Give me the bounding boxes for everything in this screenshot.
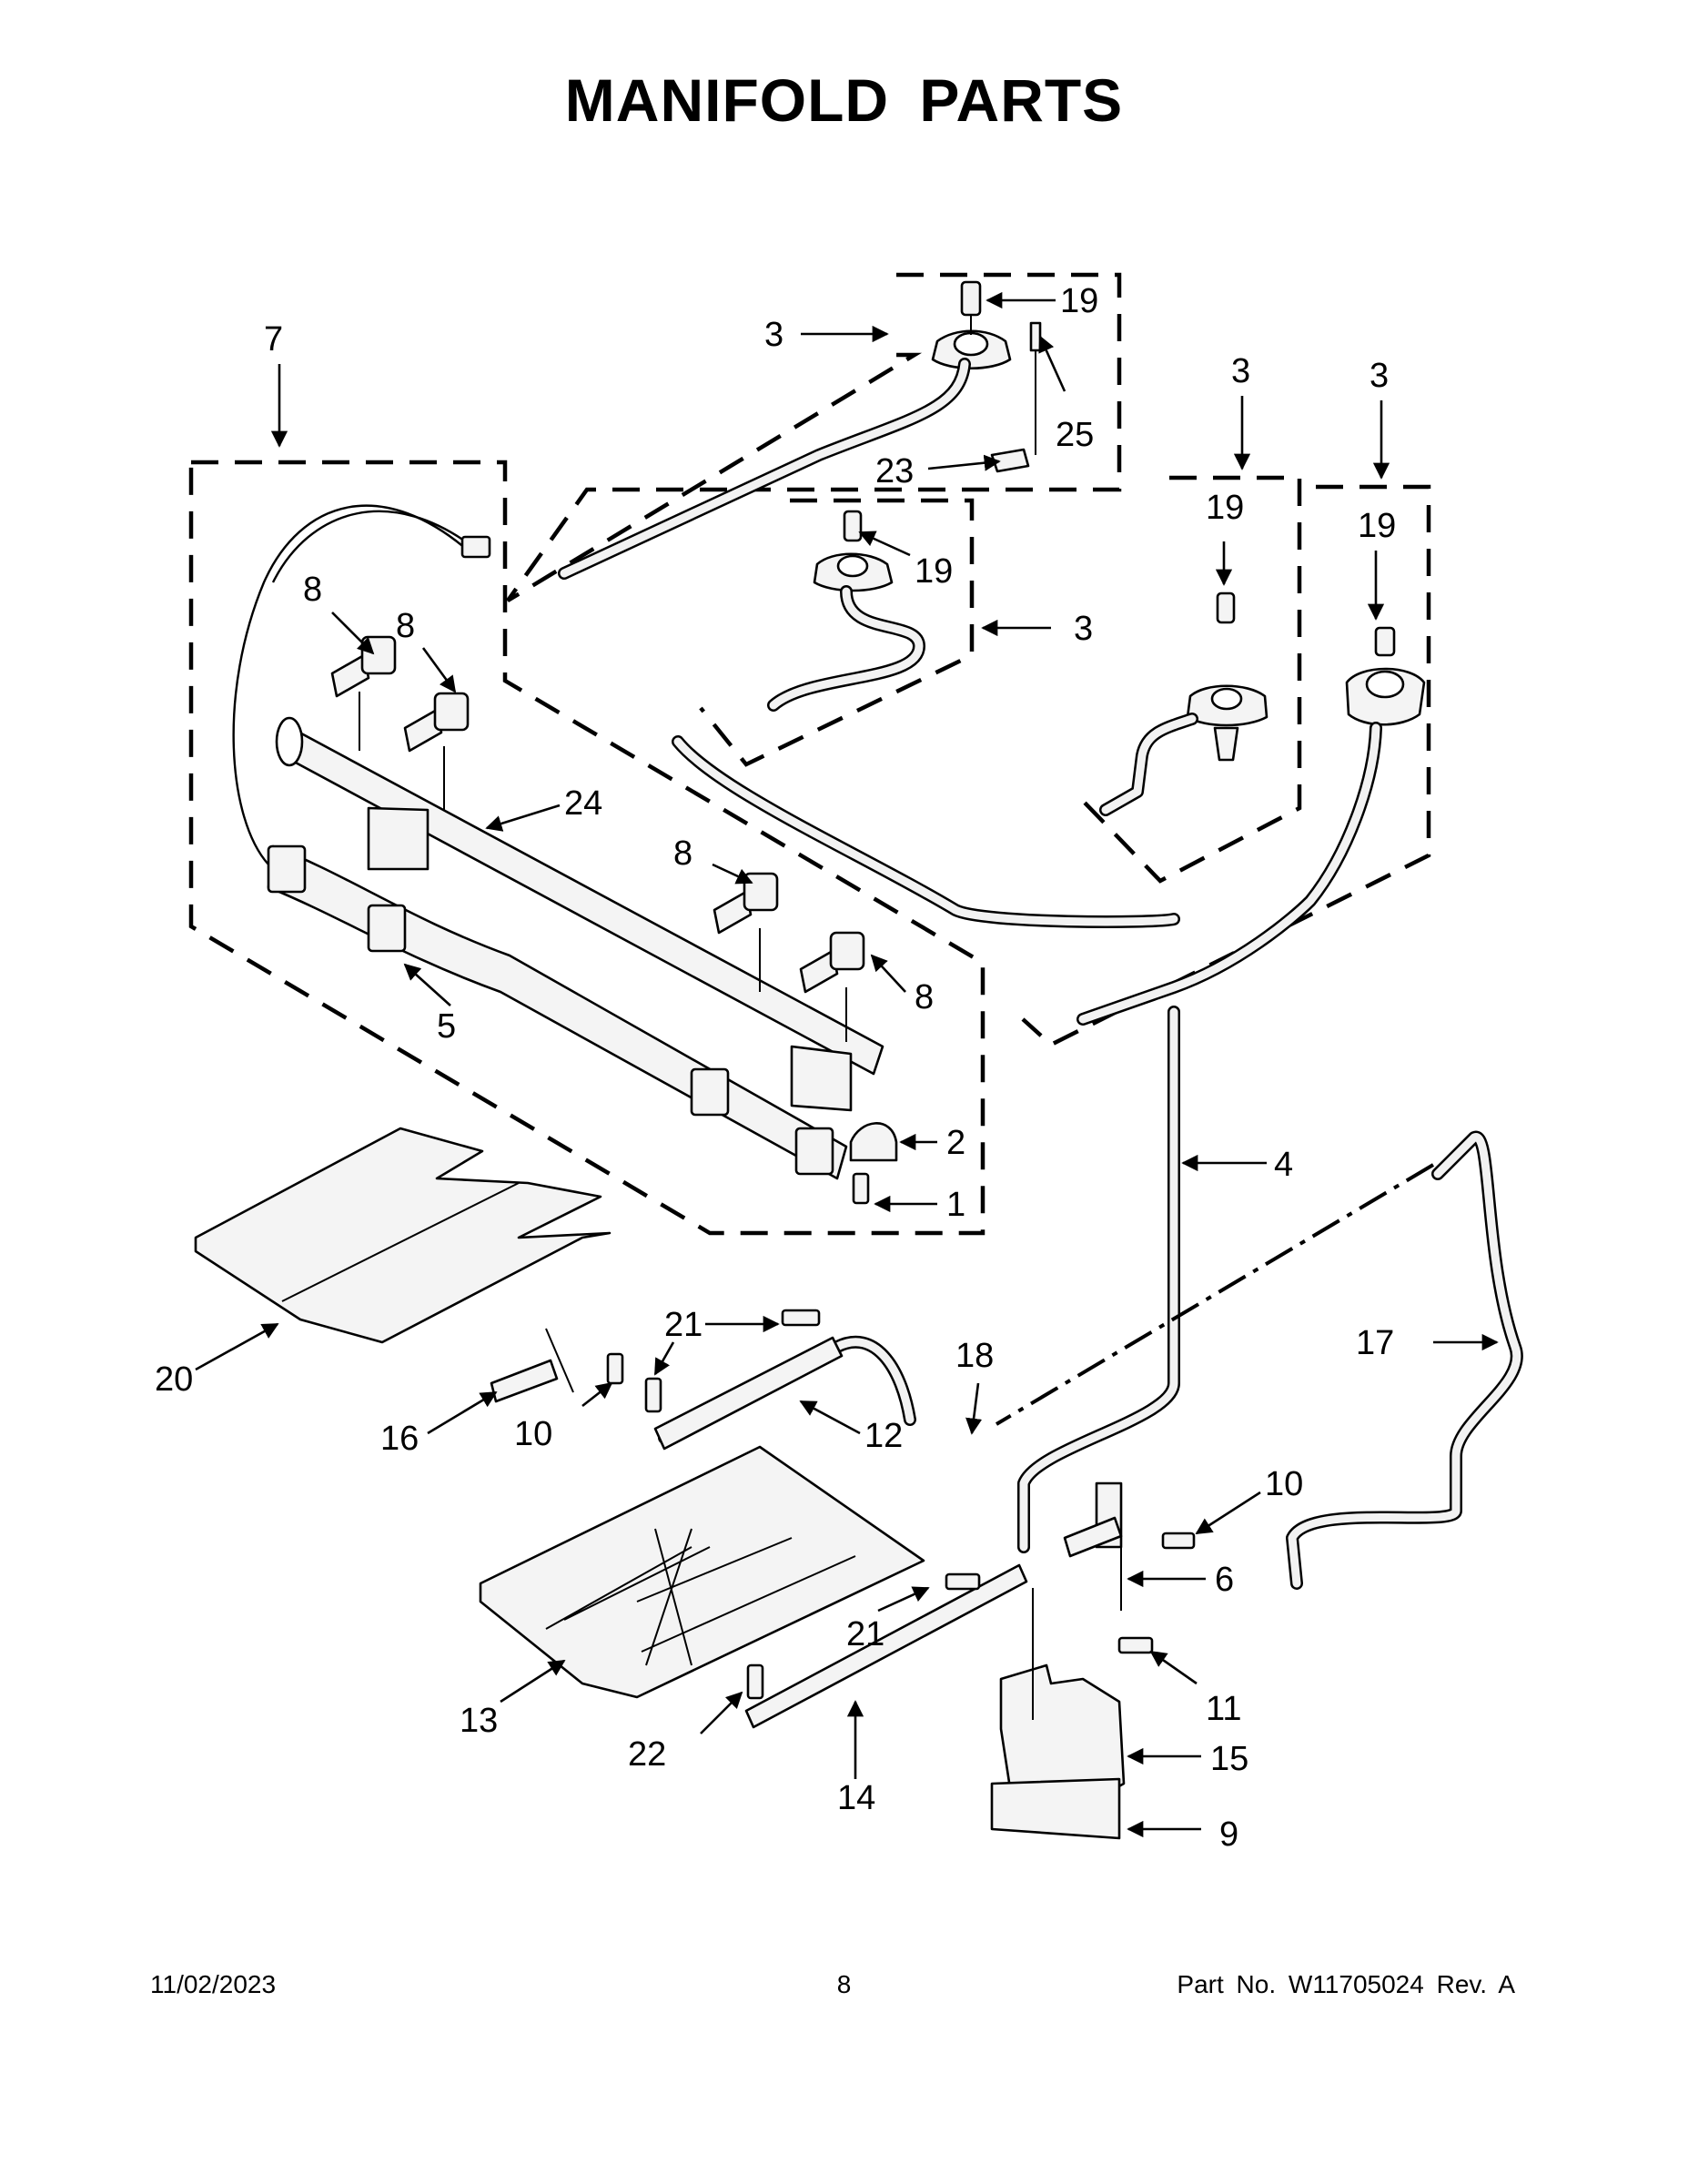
surface-valve-right-inner <box>1099 592 1269 816</box>
leader-lines <box>195 291 1499 1838</box>
callout-3: 3 <box>764 316 783 354</box>
oven-supply-tube <box>1017 1006 1180 1553</box>
screw-21-mid <box>644 1377 662 1413</box>
page-title: MANIFOLD PARTS <box>564 66 1124 134</box>
callout-8: 8 <box>915 978 934 1016</box>
callout-6: 6 <box>1215 1561 1234 1599</box>
callout-12: 12 <box>864 1417 903 1455</box>
heat-shield <box>194 1127 612 1344</box>
callout-8: 8 <box>673 834 692 873</box>
screw-11 <box>1117 1636 1154 1654</box>
callout-16: 16 <box>380 1420 419 1458</box>
callout-24: 24 <box>564 784 602 823</box>
callout-10: 10 <box>514 1415 552 1453</box>
callout-10: 10 <box>1265 1465 1303 1503</box>
surface-valve-middle <box>767 510 925 712</box>
callout-15: 15 <box>1210 1740 1248 1778</box>
callout-3: 3 <box>1370 357 1389 395</box>
callout-20: 20 <box>155 1360 193 1399</box>
callout-1: 1 <box>946 1186 965 1224</box>
surface-valve-top <box>558 280 1042 580</box>
callout-7: 7 <box>264 320 283 359</box>
callout-11: 11 <box>1206 1690 1241 1728</box>
orifice-holder-2 <box>403 692 470 810</box>
spark-electrode-broil <box>490 1359 559 1403</box>
callout-2: 2 <box>946 1124 965 1162</box>
callout-21: 21 <box>846 1615 884 1653</box>
callout-21: 21 <box>664 1306 702 1344</box>
manifold-screw <box>852 1172 870 1205</box>
surface-valve-right-outer <box>1076 626 1426 1026</box>
bake-burner <box>744 1563 1028 1729</box>
burner-valve-group-outlines <box>188 272 1431 1236</box>
callout-5: 5 <box>437 1007 456 1046</box>
manifold-assembly <box>232 504 898 1205</box>
bake-flame-spreader <box>479 1445 925 1699</box>
callout-8: 8 <box>303 571 322 609</box>
callout-13: 13 <box>460 1702 498 1740</box>
oven-safety-valve <box>999 1663 1126 1808</box>
callout-3: 3 <box>1231 352 1250 390</box>
orifice-holder-4 <box>799 931 865 1042</box>
spark-electrode-bake <box>1063 1516 1123 1558</box>
callout-22: 22 <box>628 1735 666 1774</box>
callout-19: 19 <box>1206 489 1244 527</box>
footer-page-number: 8 <box>836 1970 852 1998</box>
screw-22 <box>746 1663 764 1700</box>
broil-burner <box>653 1336 844 1451</box>
callout-19: 19 <box>1358 507 1396 545</box>
screw-10-right <box>1161 1532 1196 1550</box>
screw-21-top <box>781 1309 821 1327</box>
screw-10-left <box>606 1352 624 1385</box>
dash-dot-connector <box>995 1163 1435 1426</box>
callout-3: 3 <box>1074 610 1093 648</box>
callout-19: 19 <box>915 552 953 591</box>
callout-14: 14 <box>837 1779 875 1817</box>
callout-8: 8 <box>396 607 415 645</box>
orifice-holder-1 <box>330 635 397 751</box>
callout-labels: 7 3 19 25 23 19 3 3 3 19 19 8 8 24 8 8 5… <box>155 282 1396 1854</box>
callout-19: 19 <box>1060 282 1098 320</box>
footer-date: 11/02/2023 <box>150 1970 277 1998</box>
footer-part-number: Part No. W11705024 Rev. A <box>1177 1970 1515 1998</box>
callout-17: 17 <box>1356 1324 1394 1362</box>
callout-18: 18 <box>955 1337 994 1375</box>
callout-25: 25 <box>1056 416 1094 454</box>
callout-4: 4 <box>1274 1146 1293 1184</box>
manifold-clamp <box>849 1122 898 1162</box>
screw-21-low <box>945 1572 981 1591</box>
callout-9: 9 <box>1219 1815 1238 1854</box>
callout-23: 23 <box>875 452 914 490</box>
